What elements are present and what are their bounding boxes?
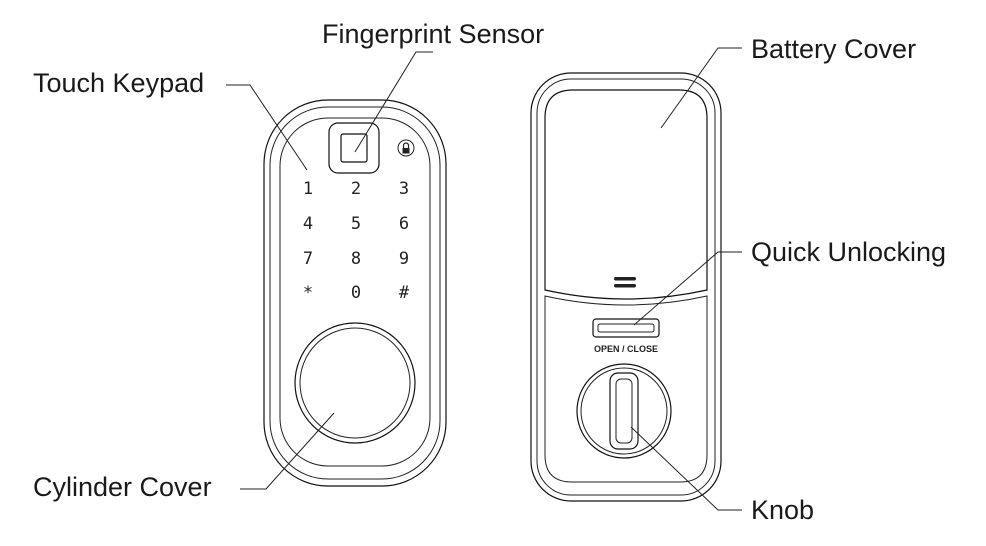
leader-touch-keypad [226,84,308,171]
keypad-key-8[interactable]: 8 [351,249,361,269]
leader-knob [630,426,742,511]
leader-battery-cover [660,47,742,129]
keypad-key-hash[interactable]: # [399,283,410,303]
cylinder-cover [294,322,416,444]
quick-unlock-button[interactable] [592,318,660,338]
knob-grip [615,378,633,444]
label-quick-unlocking: Quick Unlocking [751,237,946,267]
keypad-key-7[interactable]: 7 [303,249,313,269]
cylinder-cover-inner [299,327,411,439]
keypad-key-9[interactable]: 9 [399,249,409,269]
keypad-key-1[interactable]: 1 [303,179,313,199]
speaker-grille-icon [614,277,636,288]
keypad-key-4[interactable]: 4 [303,214,313,234]
quick-unlock-slot [597,323,655,333]
front-lock-unit: 1 2 3 4 5 6 7 8 9 * 0 # [263,99,447,487]
battery-cover[interactable] [544,89,708,300]
leader-fingerprint-sensor [354,51,433,153]
back-lock-unit: OPEN / CLOSE [530,72,722,502]
front-inner-shell [269,106,441,480]
leader-quick-unlocking [633,251,742,326]
fingerprint-sensor-housing [328,122,380,174]
knob[interactable] [609,372,639,450]
knob-base-inner [580,367,668,455]
quick-unlock-caption: OPEN / CLOSE [594,344,658,354]
label-fingerprint-sensor: Fingerprint Sensor [322,19,544,49]
fingerprint-sensor[interactable] [340,133,368,163]
back-inner-shell [536,78,716,496]
keypad-key-0[interactable]: 0 [351,283,361,303]
knob-base [576,363,672,459]
back-lower-panel [544,295,708,483]
keypad-key-2[interactable]: 2 [351,179,361,199]
lock-icon[interactable] [397,139,415,157]
leader-lines [226,47,742,511]
back-outer-shell [530,72,722,502]
front-outer-shell [263,99,447,487]
label-cylinder-cover: Cylinder Cover [33,472,212,502]
keypad-key-star[interactable]: * [303,283,313,303]
keypad-key-6[interactable]: 6 [399,214,409,234]
keypad-key-5[interactable]: 5 [351,214,361,234]
leader-cylinder-cover [240,412,335,490]
label-knob: Knob [751,495,814,525]
label-touch-keypad: Touch Keypad [33,68,204,98]
keypad-key-3[interactable]: 3 [399,179,409,199]
label-battery-cover: Battery Cover [751,34,916,64]
touch-keypad: 1 2 3 4 5 6 7 8 9 * 0 # [303,179,410,303]
front-panel [279,117,431,467]
